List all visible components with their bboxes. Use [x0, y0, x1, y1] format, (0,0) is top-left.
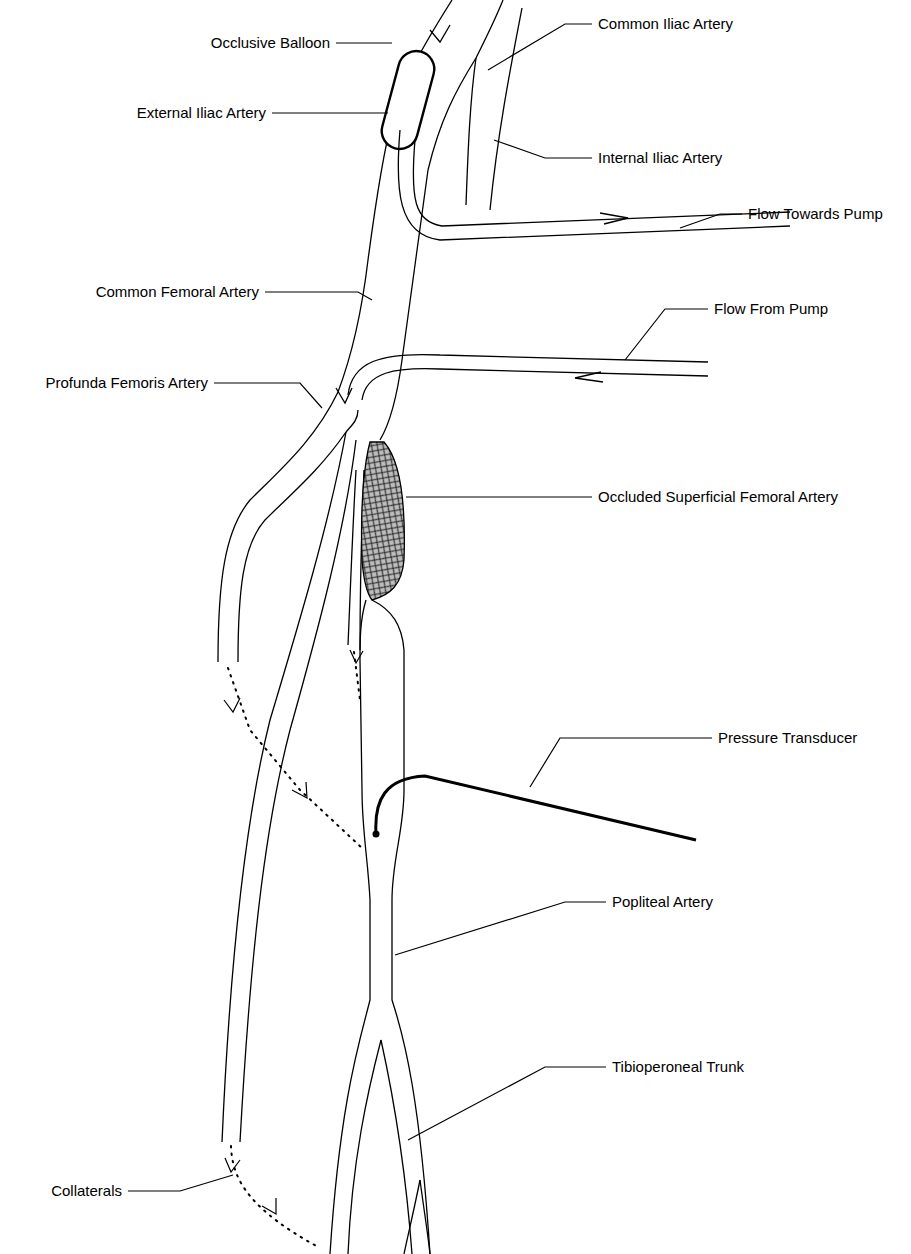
leader-line — [680, 214, 742, 228]
transducer-tip — [373, 831, 380, 838]
part-label: Tibioperoneal Trunk — [612, 1058, 744, 1076]
flow-arrow — [575, 372, 603, 382]
leader-line — [214, 383, 322, 408]
part-label: Flow From Pump — [714, 300, 828, 318]
collateral-arrow — [350, 650, 363, 663]
collateral-arrow — [292, 782, 307, 798]
leader-line — [395, 902, 606, 955]
part-label: Internal Iliac Artery — [598, 149, 722, 167]
vessel-wall — [476, 0, 503, 58]
part-label: External Iliac Artery — [137, 104, 266, 122]
flow-arrow — [600, 213, 628, 224]
leader-line — [530, 738, 712, 787]
vessel-wall — [372, 600, 430, 1254]
vessel-wall — [490, 8, 522, 210]
vessel-wall — [238, 432, 346, 662]
vessel-wall — [222, 432, 346, 1142]
pressure-transducer — [376, 776, 696, 840]
vessel-wall — [381, 1040, 412, 1254]
leader-line — [272, 112, 388, 113]
leader-line — [265, 292, 372, 300]
part-label: Pressure Transducer — [718, 729, 857, 747]
catheter-tube — [398, 130, 790, 240]
catheter-tube — [413, 140, 790, 226]
leader-line — [408, 1067, 606, 1140]
leader-lines — [128, 24, 742, 1191]
vessel-wall — [338, 0, 452, 392]
leader-line — [625, 309, 708, 360]
collateral — [228, 668, 362, 848]
vessel-wall — [348, 470, 356, 645]
vessel-wall — [240, 440, 356, 1142]
leader-line — [494, 140, 592, 158]
vessel-wall — [420, 1180, 430, 1254]
vessel-wall — [348, 1040, 381, 1254]
leader-line — [406, 496, 592, 497]
vessel-walls — [218, 0, 522, 1254]
vessel-wall — [466, 58, 476, 205]
vessel-wall — [404, 1180, 420, 1254]
part-label: Profunda Femoris Artery — [45, 374, 208, 392]
part-label: Collaterals — [51, 1182, 122, 1200]
leader-line — [128, 1175, 233, 1191]
vessel-wall — [330, 600, 370, 1254]
part-label: Occlusive Balloon — [211, 34, 330, 52]
catheter-tube — [362, 369, 708, 400]
flow-arrow — [336, 388, 352, 403]
collateral-arrow — [262, 1198, 276, 1214]
part-label: Occluded Superficial Femoral Artery — [598, 488, 838, 506]
catheter — [348, 130, 790, 400]
collateral-arrow — [225, 1158, 240, 1172]
occlusion — [362, 442, 405, 600]
occlusive-balloon — [378, 47, 439, 153]
vessel-wall — [428, 58, 476, 170]
leader-line — [336, 42, 392, 43]
collateral-arrows — [224, 650, 363, 1214]
part-label: Flow Towards Pump — [748, 205, 883, 223]
part-label: Common Femoral Artery — [96, 283, 259, 301]
collateral-arrow — [224, 698, 240, 712]
flow-arrows — [336, 25, 628, 403]
leader-line — [488, 24, 592, 70]
collaterals — [228, 652, 362, 1248]
flow-arrow — [430, 25, 450, 42]
part-label: Popliteal Artery — [612, 893, 713, 911]
part-label: Common Iliac Artery — [598, 15, 733, 33]
vessel-wall — [346, 410, 358, 432]
collateral — [231, 1146, 320, 1248]
